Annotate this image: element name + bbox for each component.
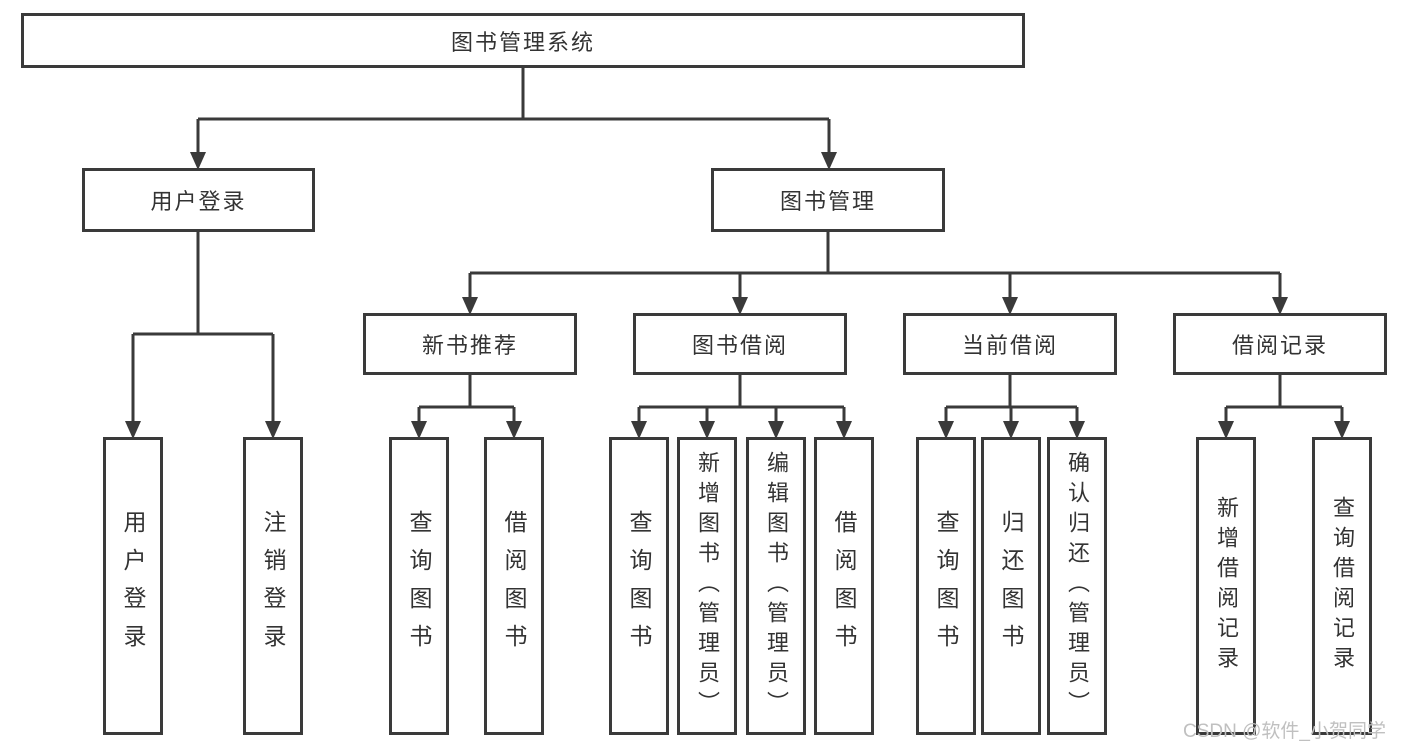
leaf-query-books-borrow-label: 查询图书	[626, 510, 652, 662]
leaf-borrow-books-2: 借阅图书	[814, 437, 874, 735]
arrowheads	[125, 152, 1350, 439]
leaf-query-books-recommend: 查询图书	[389, 437, 449, 735]
leaf-query-books-current: 查询图书	[916, 437, 976, 735]
connector-new-book	[417, 375, 516, 423]
leaf-borrow-books-2-label: 借阅图书	[831, 510, 857, 662]
leaf-borrow-books-recommend: 借阅图书	[484, 437, 544, 735]
node-current-borrow: 当前借阅	[903, 313, 1117, 375]
node-current-borrow-label: 当前借阅	[961, 333, 1058, 358]
leaf-add-book-admin: 新增图书（管理员）	[677, 437, 737, 735]
node-book-management-label: 图书管理	[779, 189, 876, 214]
connector-book-borrow	[637, 375, 846, 423]
leaf-user-login: 用户登录	[103, 437, 163, 735]
node-root: 图书管理系统	[21, 13, 1025, 68]
connector-current-borrow	[944, 375, 1079, 423]
node-user-login-label: 用户登录	[150, 189, 247, 214]
node-borrow-records-label: 借阅记录	[1231, 333, 1328, 358]
leaf-query-books-recommend-label: 查询图书	[406, 510, 432, 662]
leaf-borrow-books-recommend-label: 借阅图书	[501, 510, 527, 662]
connector-borrow-records	[1224, 375, 1344, 423]
connector-root	[196, 68, 831, 154]
leaf-confirm-return-admin-label: 确认归还（管理员）	[1065, 451, 1090, 721]
watermark: CSDN @软件_小贺同学	[1183, 721, 1386, 742]
node-new-book-recommend: 新书推荐	[363, 313, 577, 375]
connector-book-management	[468, 232, 1282, 299]
leaf-query-books-current-label: 查询图书	[933, 510, 959, 662]
leaf-user-login-label: 用户登录	[120, 510, 146, 662]
leaf-edit-book-admin-label: 编辑图书（管理员）	[764, 451, 789, 721]
node-user-login: 用户登录	[82, 168, 315, 232]
leaf-return-books: 归还图书	[981, 437, 1041, 735]
leaf-query-borrow-record-label: 查询借阅记录	[1330, 496, 1355, 676]
node-book-borrow-label: 图书借阅	[691, 333, 788, 358]
leaf-confirm-return-admin: 确认归还（管理员）	[1047, 437, 1107, 735]
node-new-book-recommend-label: 新书推荐	[421, 333, 518, 358]
leaf-query-books-borrow: 查询图书	[609, 437, 669, 735]
leaf-add-borrow-record: 新增借阅记录	[1196, 437, 1256, 735]
node-book-borrow: 图书借阅	[633, 313, 847, 375]
leaf-edit-book-admin: 编辑图书（管理员）	[746, 437, 806, 735]
node-borrow-records: 借阅记录	[1173, 313, 1387, 375]
leaf-logout: 注销登录	[243, 437, 303, 735]
leaf-return-books-label: 归还图书	[998, 510, 1024, 662]
leaf-add-borrow-record-label: 新增借阅记录	[1214, 496, 1239, 676]
node-book-management: 图书管理	[711, 168, 945, 232]
connector-user-login	[131, 232, 275, 423]
leaf-add-book-admin-label: 新增图书（管理员）	[695, 451, 720, 721]
node-root-label: 图书管理系统	[450, 29, 595, 55]
leaf-logout-label: 注销登录	[260, 510, 286, 662]
leaf-query-borrow-record: 查询借阅记录	[1312, 437, 1372, 735]
